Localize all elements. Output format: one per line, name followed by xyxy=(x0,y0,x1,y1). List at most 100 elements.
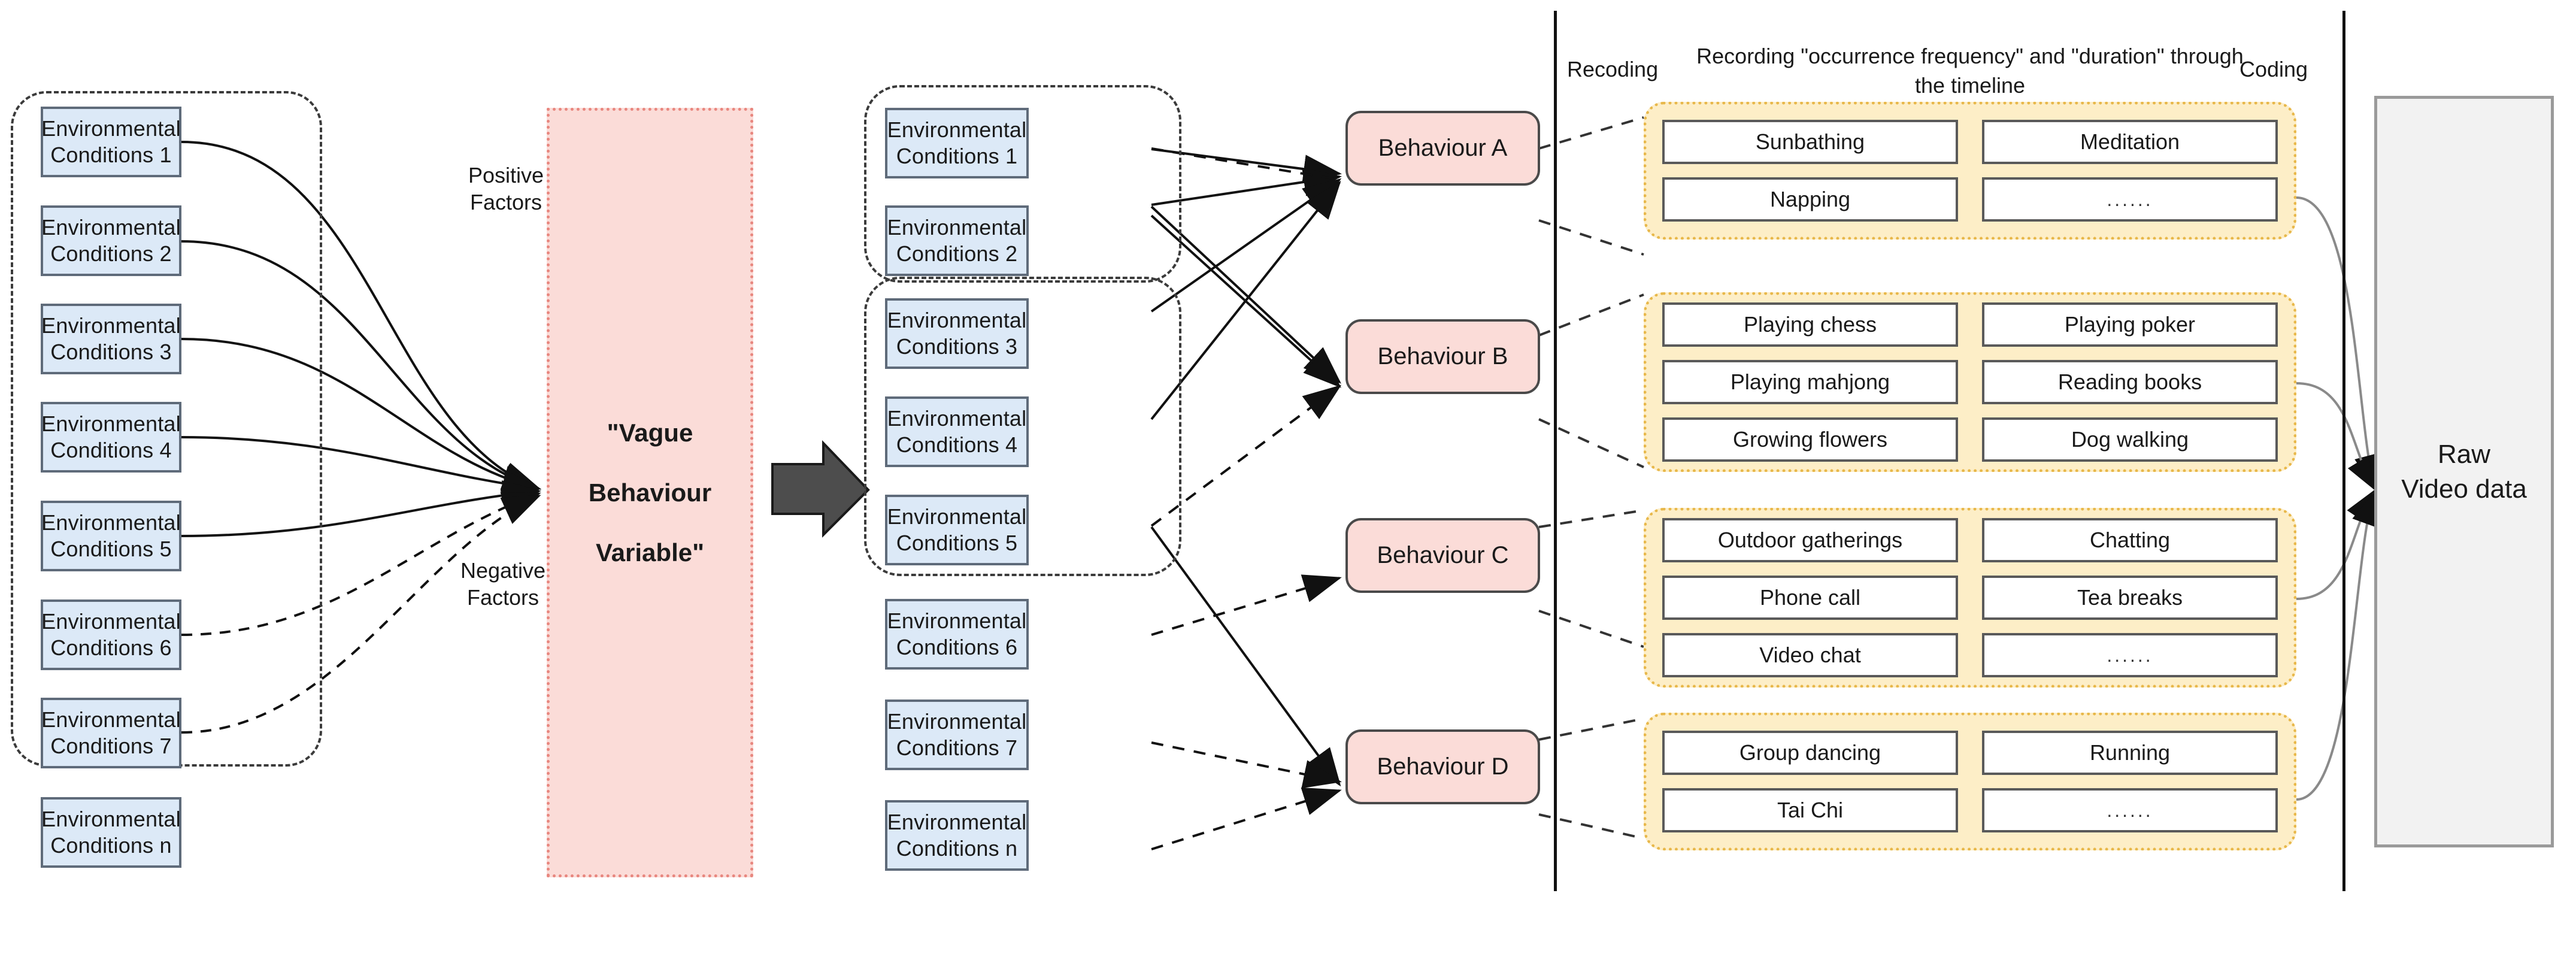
group-to-raw-curves xyxy=(2296,196,2378,801)
right-condition-7-line2: Conditions 7 xyxy=(896,735,1018,760)
left-condition-2-line2: Conditions 2 xyxy=(50,241,172,266)
recoding-caption: Recoding xyxy=(1567,57,1659,81)
negative-factors-label: Negative Factors xyxy=(440,557,566,611)
activity-item[interactable]: Running xyxy=(1982,731,2278,775)
vague-line-2: Behaviour xyxy=(588,478,712,507)
activity-item[interactable]: Napping xyxy=(1662,177,1958,222)
behaviour-b-box[interactable]: Behaviour B xyxy=(1345,319,1540,394)
raw-video-line1: Raw xyxy=(2437,440,2490,470)
behaviour-d-activity-group: Group dancing Running Tai Chi ...... xyxy=(1644,713,2296,850)
raw-video-data-box[interactable]: Raw Video data xyxy=(2374,96,2554,847)
activity-item[interactable]: Meditation xyxy=(1982,120,2278,164)
activity-item[interactable]: Phone call xyxy=(1662,576,1958,620)
right-condition-5-line1: Environmental xyxy=(887,504,1027,529)
negative-factors-line2: Factors xyxy=(466,585,540,610)
negative-factors-line1: Negative xyxy=(460,558,546,583)
behaviour-a-box[interactable]: Behaviour A xyxy=(1345,111,1540,186)
right-condition-7-line1: Environmental xyxy=(887,709,1027,734)
right-condition-n-line2: Conditions n xyxy=(896,836,1018,861)
right-condition-2-line1: Environmental xyxy=(887,215,1027,240)
vague-line-3: Variable" xyxy=(595,538,705,567)
right-condition-4-line1: Environmental xyxy=(887,406,1027,431)
right-condition-3-line1: Environmental xyxy=(887,308,1027,333)
left-condition-2-line1: Environmental xyxy=(41,215,181,240)
left-condition-3-line1: Environmental xyxy=(41,313,181,338)
left-condition-n-line1: Environmental xyxy=(41,807,181,832)
block-arrow-icon xyxy=(771,440,870,538)
behaviour-a-label: Behaviour A xyxy=(1378,135,1508,161)
right-condition-1-line1: Environmental xyxy=(887,117,1027,143)
activity-item[interactable]: Reading books xyxy=(1982,360,2278,404)
positive-factors-line2: Factors xyxy=(469,190,543,214)
activity-item[interactable]: Outdoor gatherings xyxy=(1662,518,1958,562)
activity-item-ellipsis[interactable]: ...... xyxy=(1982,788,2278,832)
activity-item[interactable]: Playing poker xyxy=(1982,302,2278,347)
behaviour-a-activity-group: Sunbathing Meditation Napping ...... xyxy=(1644,102,2296,240)
left-condition-1-line2: Conditions 1 xyxy=(50,143,172,167)
activity-item[interactable]: Tai Chi xyxy=(1662,788,1958,832)
recording-caption: Recording "occurrence frequency" and "du… xyxy=(1696,44,2244,98)
recoding-divider xyxy=(1554,11,1557,891)
right-condition-4-line2: Conditions 4 xyxy=(896,432,1018,457)
left-condition-4-line2: Conditions 4 xyxy=(50,438,172,462)
right-condition-3-line2: Conditions 3 xyxy=(896,334,1018,359)
positive-factors-line1: Positive xyxy=(468,163,544,187)
behaviour-c-box[interactable]: Behaviour C xyxy=(1345,518,1540,593)
vague-line-1: "Vague xyxy=(607,418,693,447)
behaviour-c-label: Behaviour C xyxy=(1377,542,1509,568)
behaviour-b-activity-group: Playing chess Playing poker Playing mahj… xyxy=(1644,292,2296,472)
positive-factors-label: Positive Factors xyxy=(446,162,566,216)
raw-video-line2: Video data xyxy=(2401,474,2527,504)
activity-item[interactable]: Growing flowers xyxy=(1662,417,1958,462)
behaviour-b-label: Behaviour B xyxy=(1377,343,1508,370)
right-condition-5-line2: Conditions 5 xyxy=(896,531,1018,555)
left-condition-3-line2: Conditions 3 xyxy=(50,340,172,364)
activity-item-ellipsis[interactable]: ...... xyxy=(1982,633,2278,677)
activity-item[interactable]: Video chat xyxy=(1662,633,1958,677)
vague-behaviour-variable-box[interactable]: "Vague Behaviour Variable" xyxy=(547,108,753,877)
activity-item[interactable]: Group dancing xyxy=(1662,731,1958,775)
right-group-outline-1-2 xyxy=(864,85,1181,283)
behaviour-d-label: Behaviour D xyxy=(1377,753,1509,780)
activity-item[interactable]: Sunbathing xyxy=(1662,120,1958,164)
activity-item-ellipsis[interactable]: ...... xyxy=(1982,177,2278,222)
activity-item[interactable]: Dog walking xyxy=(1982,417,2278,462)
right-condition-6-line1: Environmental xyxy=(887,608,1027,634)
coding-caption: Coding xyxy=(2239,57,2308,81)
left-condition-5-line2: Conditions 5 xyxy=(50,537,172,561)
left-condition-6-line1: Environmental xyxy=(41,609,181,634)
behaviour-d-box[interactable]: Behaviour D xyxy=(1345,729,1540,804)
right-condition-6-line2: Conditions 6 xyxy=(896,635,1018,659)
left-condition-6-line2: Conditions 6 xyxy=(50,635,172,660)
activity-item[interactable]: Chatting xyxy=(1982,518,2278,562)
left-condition-7-line2: Conditions 7 xyxy=(50,734,172,758)
left-condition-n-line2: Conditions n xyxy=(50,833,172,858)
left-condition-1-line1: Environmental xyxy=(41,116,181,141)
left-condition-4-line1: Environmental xyxy=(41,411,181,437)
coding-divider xyxy=(2342,11,2345,891)
activity-item[interactable]: Playing chess xyxy=(1662,302,1958,347)
activity-item[interactable]: Tea breaks xyxy=(1982,576,2278,620)
activity-item[interactable]: Playing mahjong xyxy=(1662,360,1958,404)
right-group-outline-3-5 xyxy=(864,277,1181,576)
left-condition-5-line1: Environmental xyxy=(41,510,181,535)
left-condition-7-line1: Environmental xyxy=(41,707,181,732)
right-condition-2-line2: Conditions 2 xyxy=(896,241,1018,266)
